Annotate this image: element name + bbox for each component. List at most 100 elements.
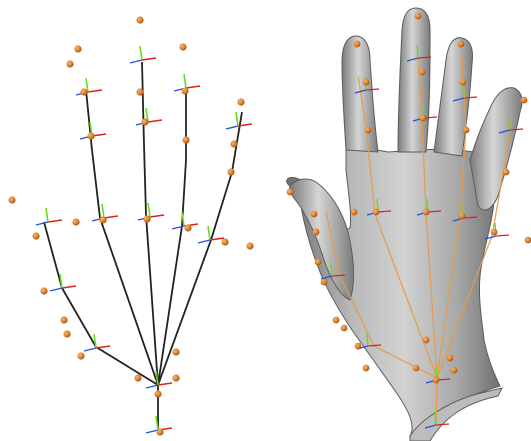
- joint-marker: [423, 209, 430, 216]
- joint-marker: [143, 215, 150, 222]
- joint-marker: [32, 232, 39, 239]
- joint-marker: [287, 189, 294, 196]
- axis-z-line: [84, 348, 96, 351]
- bone-segment: [62, 288, 96, 347]
- joint-marker: [181, 87, 188, 94]
- joint-marker: [463, 127, 470, 134]
- hand-mesh-panel: [270, 0, 531, 441]
- joint-marker: [447, 355, 454, 362]
- joint-marker: [246, 242, 253, 249]
- axis-z-line: [146, 385, 158, 388]
- joint-marker: [182, 136, 189, 143]
- bone-segment: [211, 172, 232, 240]
- axis-layer: [36, 46, 252, 433]
- joint-marker: [313, 229, 320, 236]
- axis-y-line: [140, 46, 142, 60]
- joint-marker: [451, 367, 458, 374]
- axis-y-line: [208, 226, 210, 240]
- joint-marker: [154, 390, 161, 397]
- joint-marker: [72, 218, 79, 225]
- skeleton-rig-drawing: [0, 0, 270, 441]
- joint-marker: [420, 115, 427, 122]
- joint-marker: [460, 79, 467, 86]
- axis-y-line: [102, 204, 104, 218]
- joint-marker: [321, 279, 328, 286]
- joint-marker: [433, 377, 440, 384]
- joint-marker: [179, 43, 186, 50]
- axis-y-line: [236, 112, 238, 126]
- joint-marker: [413, 365, 420, 372]
- joint-marker: [423, 337, 430, 344]
- axis-x-line: [88, 90, 102, 92]
- axis-y-line: [435, 412, 436, 425]
- axis-y-line: [94, 334, 96, 348]
- joint-marker: [40, 287, 47, 294]
- joint-marker: [419, 69, 426, 76]
- joint-marker: [136, 88, 143, 95]
- bone-segment: [142, 62, 144, 145]
- bone-segment: [146, 215, 158, 385]
- joint-marker: [503, 169, 510, 176]
- joint-marker: [525, 237, 531, 244]
- joint-marker: [373, 209, 380, 216]
- axis-z-line: [50, 288, 62, 291]
- axis-z-line: [36, 222, 48, 225]
- pinky-finger-mesh: [470, 88, 522, 210]
- joint-marker: [491, 229, 498, 236]
- axis-y-line: [46, 208, 48, 222]
- axis-y-line: [60, 274, 62, 288]
- joint-marker: [77, 352, 84, 359]
- axis-x-line: [142, 58, 156, 60]
- joint-marker: [311, 211, 318, 218]
- joint-marker: [80, 88, 87, 95]
- middle-finger-mesh: [398, 8, 430, 152]
- joint-marker: [99, 216, 106, 223]
- ring-finger-mesh: [434, 38, 473, 156]
- joint-marker: [237, 98, 244, 105]
- joint-marker: [354, 41, 361, 48]
- joint-marker: [156, 428, 163, 435]
- joint-marker: [63, 330, 70, 337]
- axis-x-line: [104, 216, 118, 218]
- joint-marker: [136, 16, 143, 23]
- joint-marker: [66, 60, 73, 67]
- bone-segment: [158, 226, 182, 385]
- joint-marker: [60, 316, 67, 323]
- axis-y-line: [509, 117, 510, 130]
- axis-x-line: [148, 120, 162, 122]
- axis-x-line: [62, 286, 76, 288]
- joint-marker: [172, 348, 179, 355]
- joint-marker: [8, 196, 15, 203]
- axis-x-line: [150, 215, 164, 217]
- axis-z-line: [130, 60, 142, 63]
- joint-marker: [521, 97, 528, 104]
- skeleton-panel: [0, 0, 270, 441]
- joint-marker: [221, 238, 228, 245]
- axis-x-line: [158, 383, 172, 385]
- joint-marker: [355, 343, 362, 350]
- bone-segment: [96, 347, 158, 385]
- joint-marker: [141, 118, 148, 125]
- bone-segment: [144, 145, 146, 215]
- bone-segment: [158, 240, 211, 385]
- bone-layer: [44, 62, 242, 430]
- joint-marker: [134, 374, 141, 381]
- bone-segment: [86, 90, 92, 150]
- axis-z-line: [146, 430, 158, 433]
- axis-z-line: [226, 126, 238, 129]
- hand-mesh-drawing: [270, 0, 531, 441]
- joint-marker: [351, 209, 358, 216]
- axis-x-line: [48, 220, 62, 222]
- joint-marker: [74, 45, 81, 52]
- joint-marker: [315, 259, 322, 266]
- axis-y-line: [367, 333, 368, 346]
- joint-marker: [415, 13, 422, 20]
- index-finger-mesh: [342, 36, 378, 152]
- bone-segment: [92, 150, 100, 218]
- joint-marker: [230, 140, 237, 147]
- joint-marker: [184, 224, 191, 231]
- joint-marker: [341, 325, 348, 332]
- joint-marker: [365, 127, 372, 134]
- joint-marker: [333, 317, 340, 324]
- bone-segment: [44, 222, 62, 288]
